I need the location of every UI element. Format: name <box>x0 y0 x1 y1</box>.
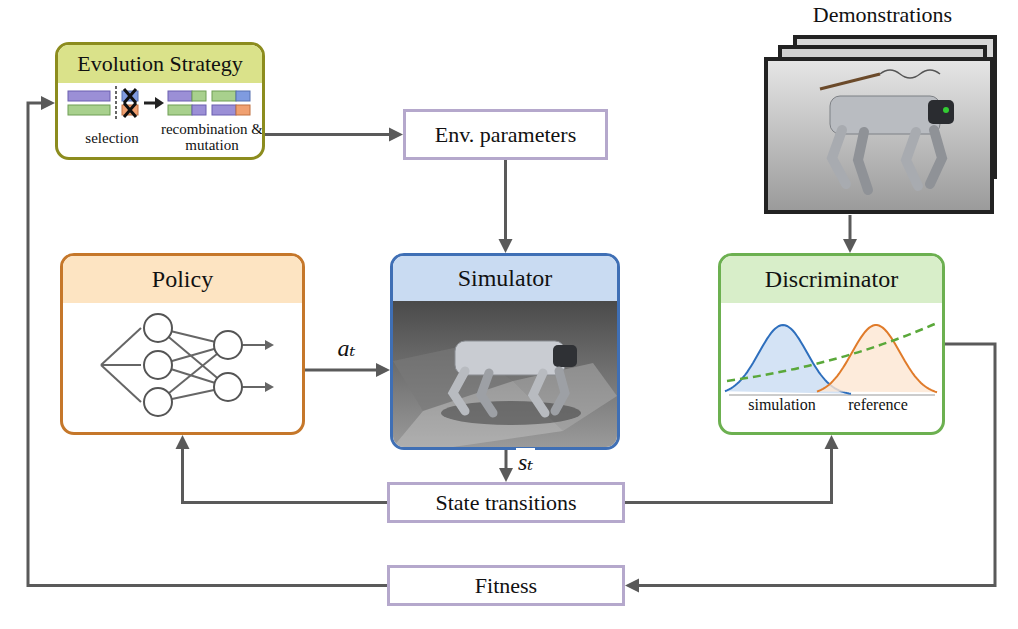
arrow-head <box>625 579 639 593</box>
panel-title: Policy <box>152 266 213 293</box>
arrow-head <box>389 128 403 142</box>
panel-caption: selection <box>64 131 160 147</box>
transition-box: State transitions <box>387 482 625 523</box>
panel-title: Evolution Strategy <box>77 51 243 77</box>
connector <box>625 435 839 503</box>
signal-label: aₜ <box>336 334 358 362</box>
arrow-head <box>176 435 190 449</box>
strategy-panel: Evolution Strategy selectionrecombination… <box>55 42 265 160</box>
connector-line <box>28 103 387 586</box>
connector <box>499 160 513 253</box>
parameter-box: Env. parameters <box>403 109 608 160</box>
connector-line <box>305 369 378 372</box>
stack-heading: Demonstrations <box>760 0 1005 30</box>
connector <box>265 128 403 142</box>
panel-header: Simulator <box>393 256 617 301</box>
arrow-head <box>825 435 839 449</box>
arrow-head <box>499 468 513 482</box>
signal-label: sₜ <box>516 448 535 476</box>
panel-caption: simulation <box>729 397 835 414</box>
discriminator-panel: Discriminator simulationreference <box>718 253 945 435</box>
stack-title: Demonstrations <box>813 2 952 28</box>
connector-line <box>849 215 852 241</box>
panel-header: Policy <box>63 256 302 303</box>
panel-illustration <box>63 303 302 432</box>
box-label: State transitions <box>435 490 576 516</box>
panel-header: Evolution Strategy <box>58 45 262 83</box>
connector-line <box>504 160 507 241</box>
connector-line <box>625 447 832 503</box>
fitness-box: Fitness <box>387 565 625 606</box>
connector <box>843 215 857 253</box>
box-label: Fitness <box>475 573 537 599</box>
arrow-head <box>41 96 55 110</box>
simulator-panel: Simulator <box>390 253 620 450</box>
box-label: Env. parameters <box>435 122 577 148</box>
panel-caption: recombination & mutation <box>160 122 264 154</box>
connector <box>176 435 388 503</box>
connector <box>499 450 513 482</box>
panel-illustration <box>393 301 617 447</box>
panel-title: Discriminator <box>765 266 898 293</box>
connector <box>305 363 390 377</box>
connector-line <box>505 450 508 470</box>
panel-title: Simulator <box>458 265 553 292</box>
panel-header: Discriminator <box>721 256 942 303</box>
connector-line <box>265 133 391 136</box>
panel-caption: reference <box>825 397 931 414</box>
photo-stack <box>760 34 1005 215</box>
arrow-head <box>843 239 857 253</box>
arrow-head <box>499 239 513 253</box>
policy-panel: Policy <box>60 253 305 435</box>
connector <box>28 96 387 586</box>
connector-line <box>183 447 388 503</box>
arrow-head <box>376 363 390 377</box>
demonstration-stack: Demonstrations <box>760 0 1005 215</box>
